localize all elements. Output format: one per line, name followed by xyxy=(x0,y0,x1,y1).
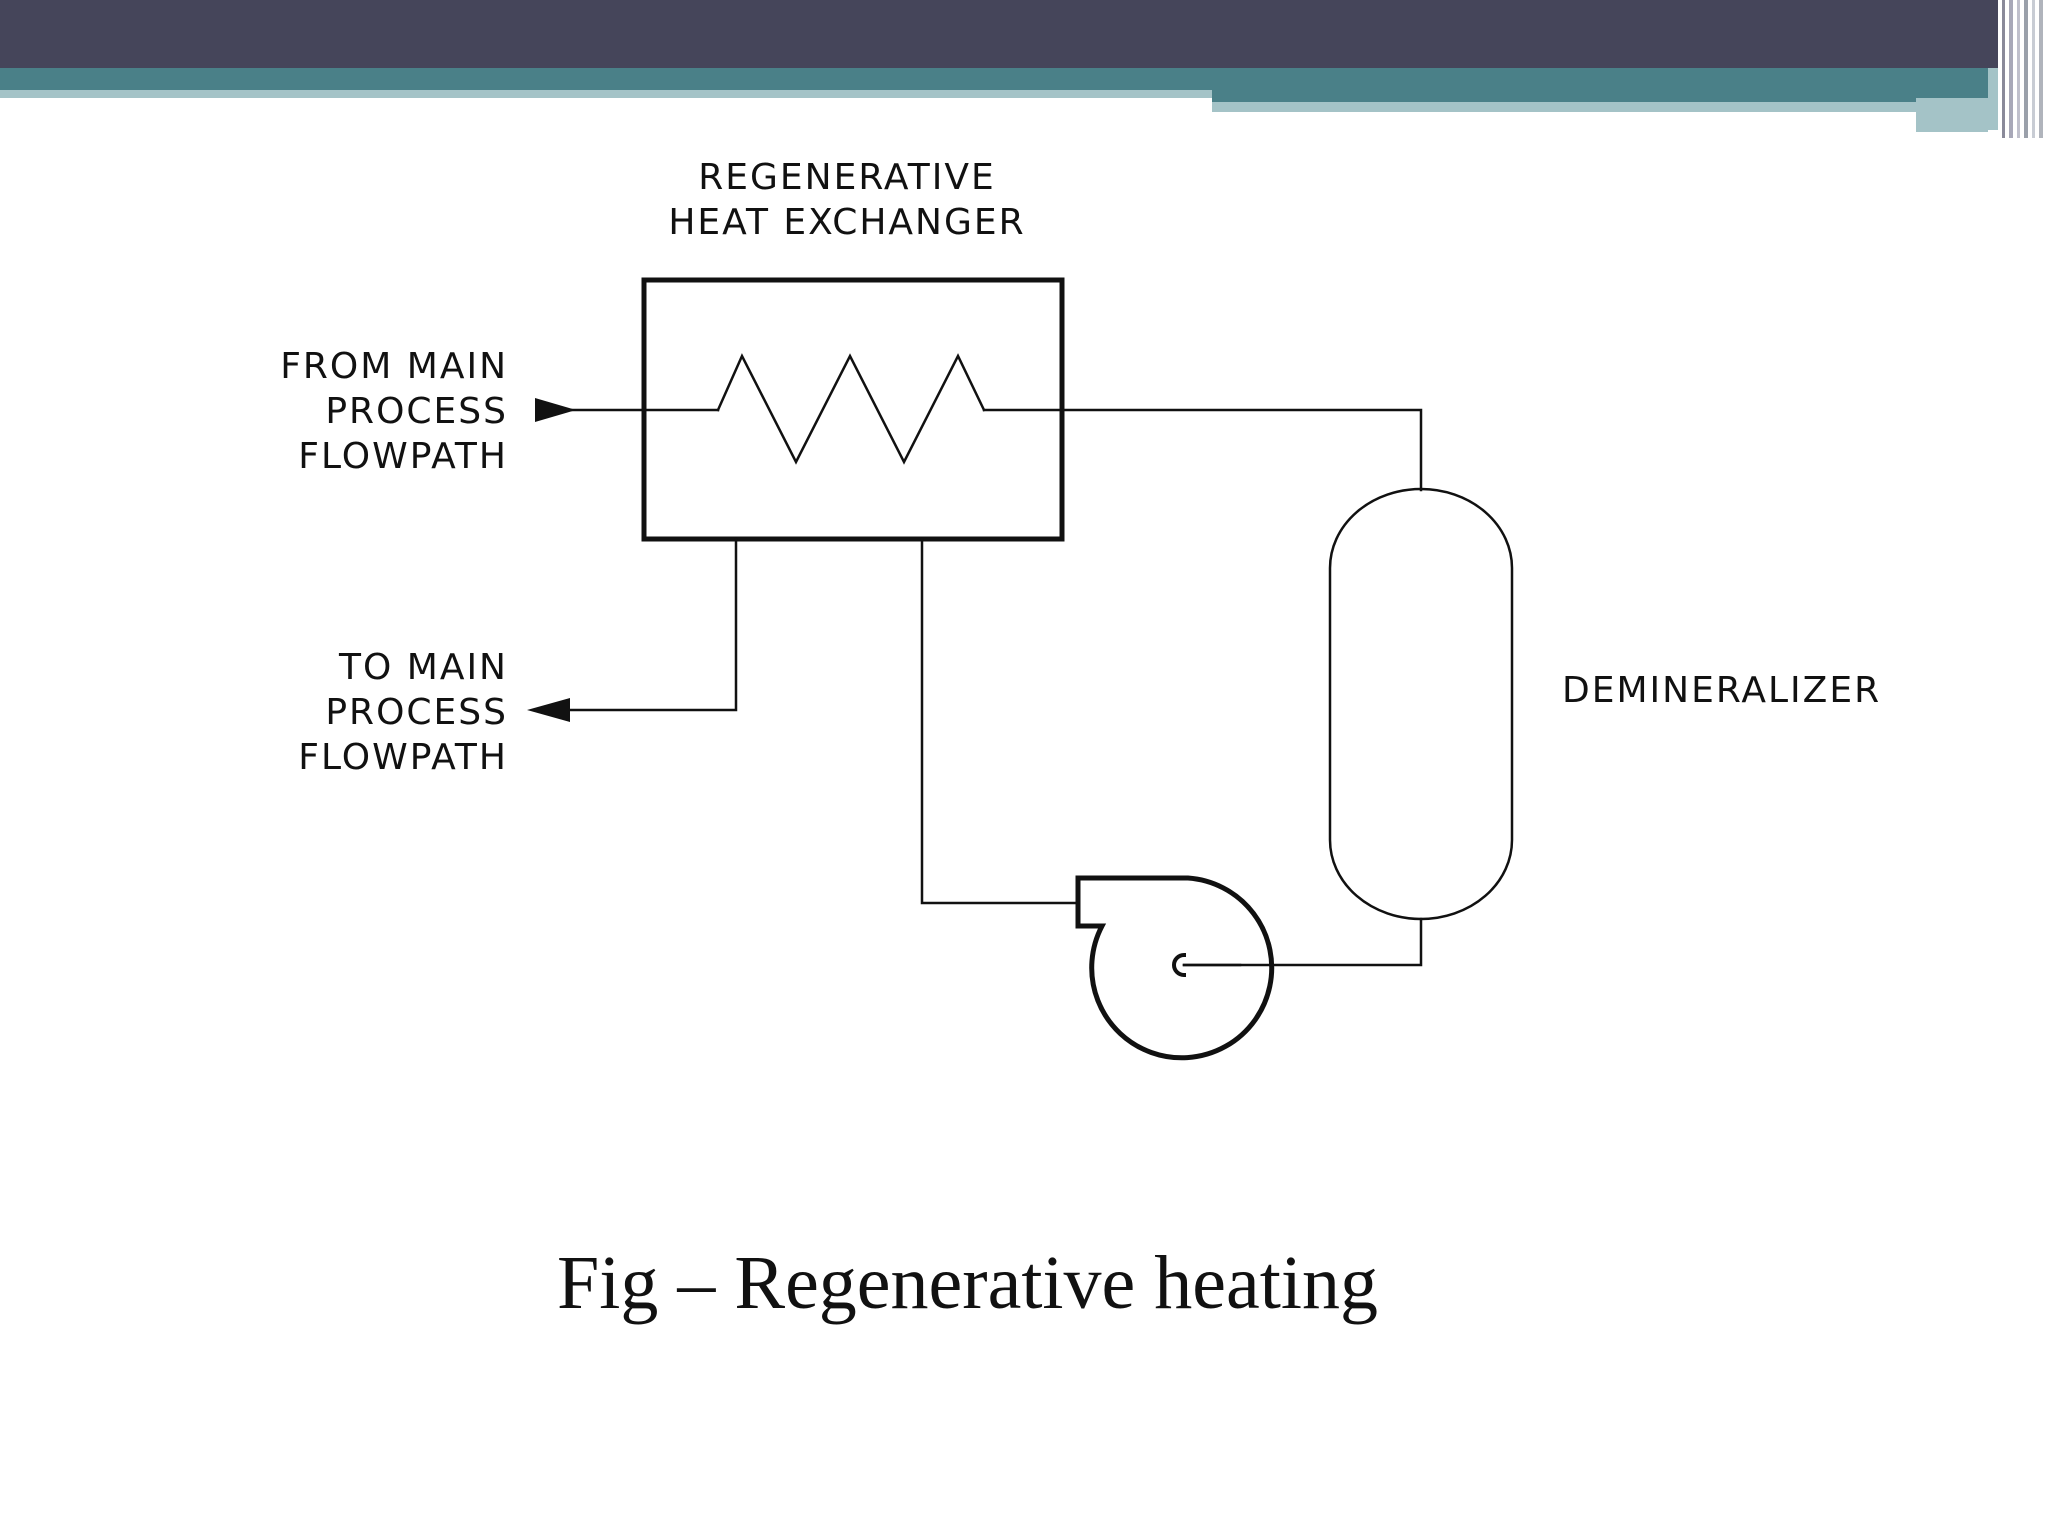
demineralizer-label: DEMINERALIZER xyxy=(1562,670,1882,711)
exchanger-to-pump-line xyxy=(920,537,1080,905)
outlet-label: TO MAIN PROCESS FLOWPATH xyxy=(200,645,508,780)
outlet-label-line-3: FLOWPATH xyxy=(298,737,508,778)
outlet-line xyxy=(566,537,738,712)
heat-exchanger-coil xyxy=(716,353,986,465)
inlet-label-line-3: FLOWPATH xyxy=(298,436,508,477)
header-accent-corner xyxy=(1916,98,1992,132)
outlet-label-line-2: PROCESS xyxy=(325,692,508,733)
outlet-arrow-icon xyxy=(527,698,570,722)
inlet-label: FROM MAIN PROCESS FLOWPATH xyxy=(200,344,508,479)
heat-exchanger-label-line-2: HEAT EXCHANGER xyxy=(668,202,1026,243)
demineralizer-to-pump-line xyxy=(1182,917,1423,967)
exchanger-to-demineralizer-line xyxy=(982,408,1423,492)
inlet-label-line-1: FROM MAIN xyxy=(280,346,508,387)
heat-exchanger-label-line-1: REGENERATIVE xyxy=(698,157,996,198)
outlet-label-line-1: TO MAIN xyxy=(338,647,508,688)
header-accent-band xyxy=(0,68,1992,90)
inlet-arrow-icon xyxy=(535,398,576,422)
pump-casing xyxy=(1075,875,1275,1061)
pump-impeller-eye xyxy=(1172,952,1187,978)
header-bar xyxy=(0,0,2048,68)
header-accent-extension-light xyxy=(1212,102,1916,112)
inlet-label-line-2: PROCESS xyxy=(325,391,508,432)
demineralizer-vessel xyxy=(1328,487,1514,921)
header-accent-light xyxy=(0,90,1212,98)
heat-exchanger-label: REGENERATIVE HEAT EXCHANGER xyxy=(627,155,1067,245)
corner-stripes xyxy=(1988,0,2048,138)
figure-caption: Fig – Regenerative heating xyxy=(557,1241,1378,1325)
